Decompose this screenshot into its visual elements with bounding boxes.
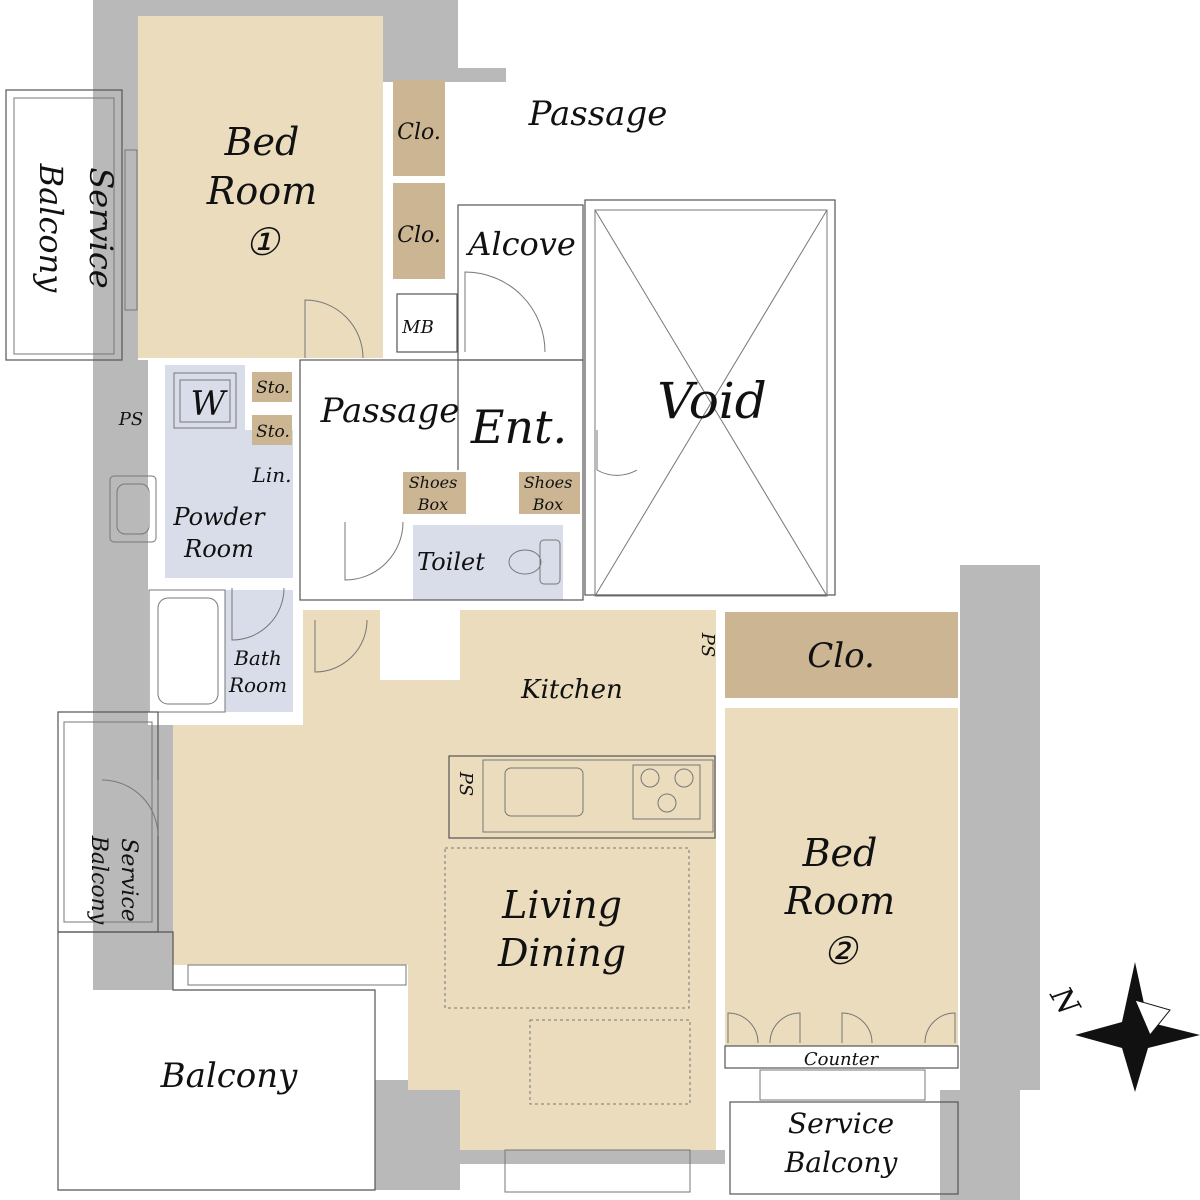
label-closet-a: Clo. — [397, 120, 441, 145]
label-alcove: Alcove — [465, 225, 576, 263]
closet-a — [393, 80, 445, 176]
washer-area — [165, 365, 245, 430]
label-bath-room-line1: Bath — [233, 646, 282, 670]
label-ps-kitchen-counter: PS — [455, 771, 476, 796]
label-service-balcony-left-line1: Service — [82, 167, 120, 288]
label-balcony: Balcony — [160, 1056, 299, 1096]
label-bedroom-2-line1: Bed — [802, 831, 878, 875]
label-linen: Lin. — [252, 463, 292, 487]
label-kitchen: Kitchen — [520, 675, 623, 705]
label-storage-b: Sto. — [256, 422, 290, 442]
label-bedroom-2-number: ② — [823, 929, 859, 973]
door-swings — [101, 271, 956, 1044]
shoes-box-a — [403, 472, 466, 514]
shoes-box-b — [519, 472, 580, 514]
outlines — [5, 89, 959, 1195]
label-bedroom-2-line2: Room — [784, 879, 895, 923]
closet-bedroom-2 — [725, 612, 958, 698]
label-powder-room-line1: Powder — [172, 503, 266, 531]
labels: Passage Bed Room ① Clo. Clo. Alcove MB B… — [32, 94, 1087, 1179]
label-entrance: Ent. — [470, 400, 567, 454]
storage-a — [252, 372, 292, 402]
label-passage-mid: Passage — [320, 391, 460, 431]
powder-room — [165, 430, 293, 578]
label-closet-bedroom-2: Clo. — [807, 636, 875, 676]
label-mb: MB — [401, 317, 434, 338]
compass-icon — [1075, 962, 1200, 1092]
label-shoes-box-a-line2: Box — [417, 495, 448, 514]
label-bath-room-line2: Room — [228, 673, 287, 697]
toilet-room — [413, 525, 563, 600]
label-ps-kitchen-right: PS — [697, 632, 718, 657]
label-passage-top: Passage — [528, 94, 668, 134]
label-shoes-box-b-line2: Box — [532, 495, 563, 514]
label-void: Void — [657, 372, 767, 430]
label-ps-top-left: PS — [118, 409, 143, 430]
bedroom-1 — [138, 16, 383, 358]
label-compass-north: N — [1042, 980, 1087, 1023]
label-service-balcony-mid-line2: Balcony — [86, 835, 111, 925]
label-bedroom-1-line1: Bed — [224, 120, 300, 164]
label-bedroom-1-line2: Room — [206, 169, 317, 213]
label-washer: W — [191, 384, 229, 424]
label-bedroom-1-number: ① — [245, 220, 281, 264]
label-service-balcony-bottom-line1: Service — [788, 1107, 894, 1140]
label-powder-room-line2: Room — [183, 535, 254, 563]
label-toilet: Toilet — [417, 548, 485, 576]
closet-b — [393, 183, 445, 279]
walls — [93, 0, 1040, 1200]
label-service-balcony-bottom-line2: Balcony — [784, 1146, 899, 1179]
label-service-balcony-left-line2: Balcony — [32, 163, 70, 294]
label-counter: Counter — [804, 1049, 880, 1070]
bedroom-2 — [725, 708, 958, 1046]
void-area — [584, 199, 836, 596]
label-living-line2: Dining — [497, 931, 626, 975]
label-storage-a: Sto. — [256, 378, 290, 398]
storage-b — [252, 415, 292, 445]
label-shoes-box-a-line1: Shoes — [409, 473, 458, 492]
label-shoes-box-b-line1: Shoes — [524, 473, 573, 492]
bath-room — [225, 590, 293, 712]
label-closet-b: Clo. — [397, 223, 441, 248]
label-living-line1: Living — [501, 883, 622, 927]
label-service-balcony-mid-line1: Service — [116, 838, 141, 921]
